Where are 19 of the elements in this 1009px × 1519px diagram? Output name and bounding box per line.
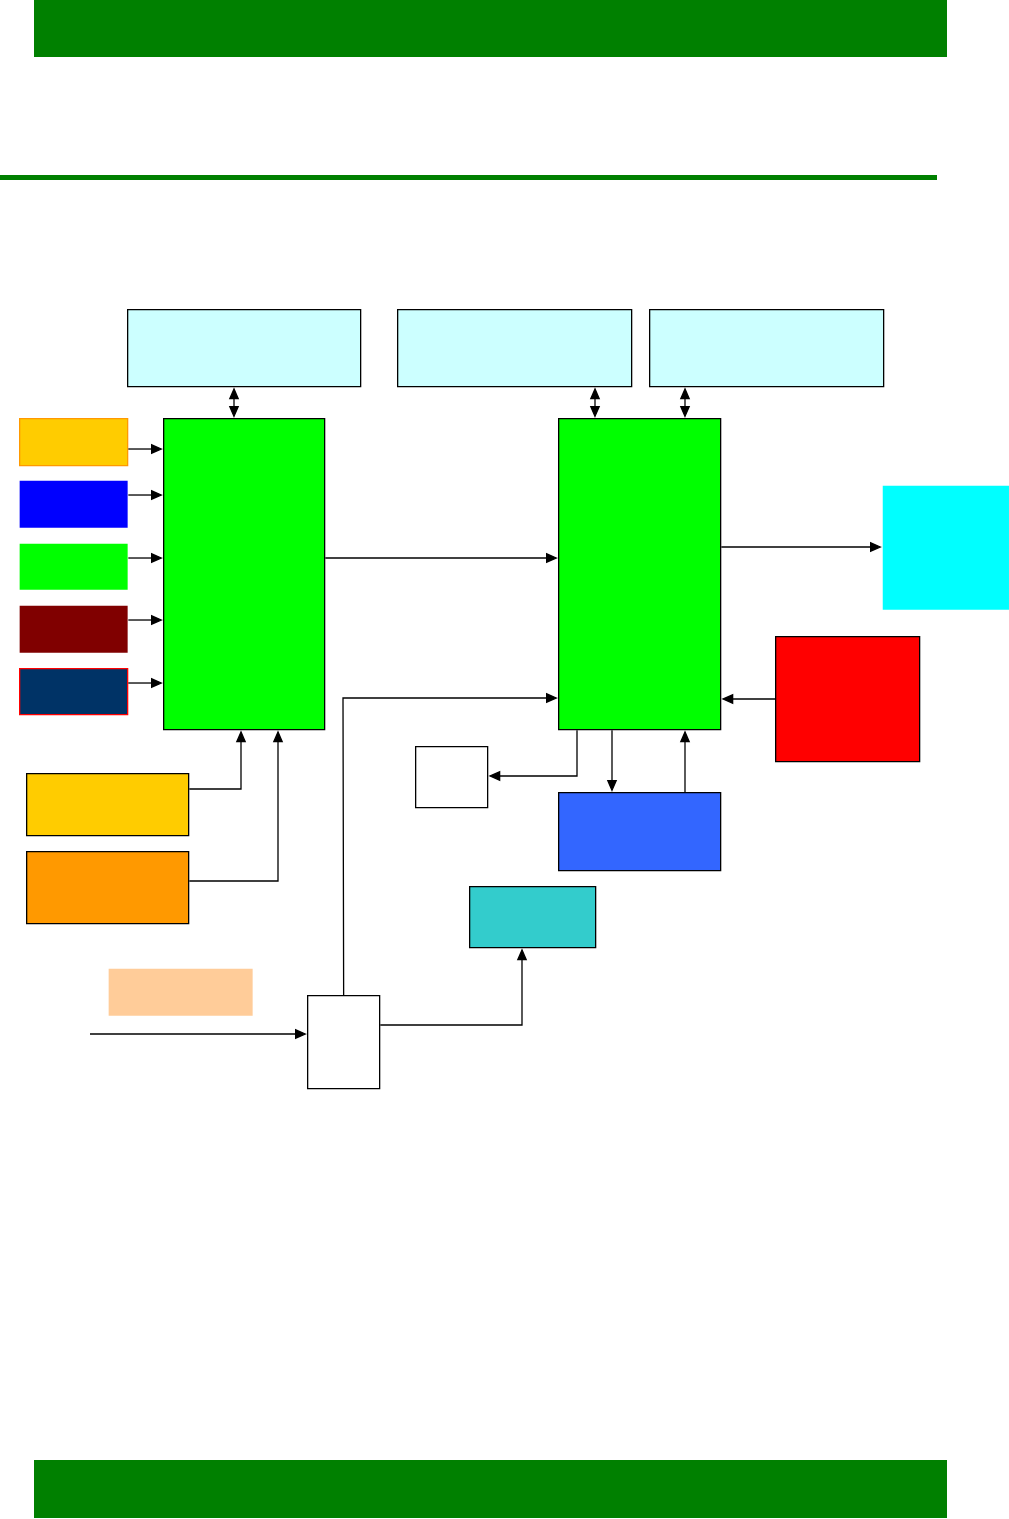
block-box [163,418,326,731]
block-box [415,746,489,809]
block-box [19,480,128,528]
block-box [26,851,190,925]
block-box [19,668,129,716]
block-box [882,485,1009,610]
block-box [19,605,128,653]
block-box [558,792,722,872]
block-box [307,995,381,1090]
block-box [19,418,129,467]
block-box [775,636,921,763]
block-box [469,886,597,949]
block-box [26,773,190,837]
block-box [397,309,633,388]
block-box [19,543,128,590]
block-box [558,418,722,731]
block-box [108,968,253,1016]
block-box [649,309,885,388]
block-box [127,309,362,388]
